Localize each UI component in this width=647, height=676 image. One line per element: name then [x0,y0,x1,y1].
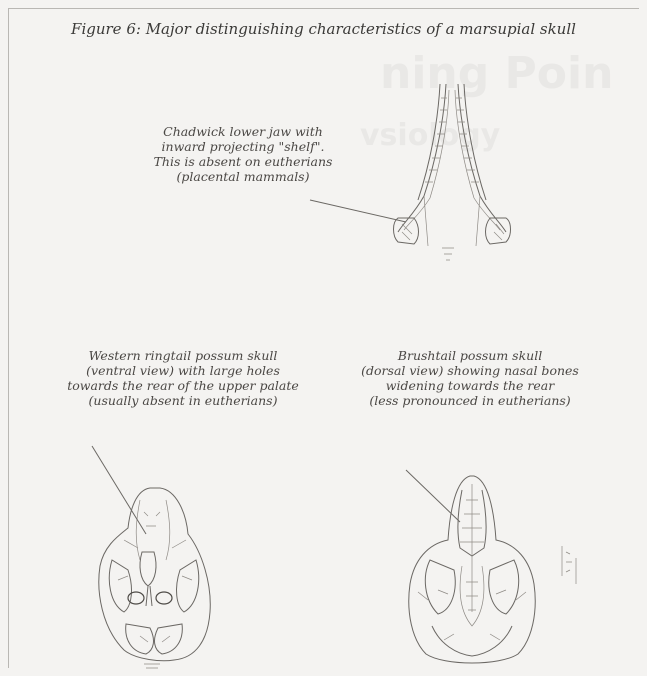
ringtail-skull-illustration [92,446,210,668]
brushtail-skull-illustration [406,470,576,663]
lower-jaw-illustration [310,84,511,260]
